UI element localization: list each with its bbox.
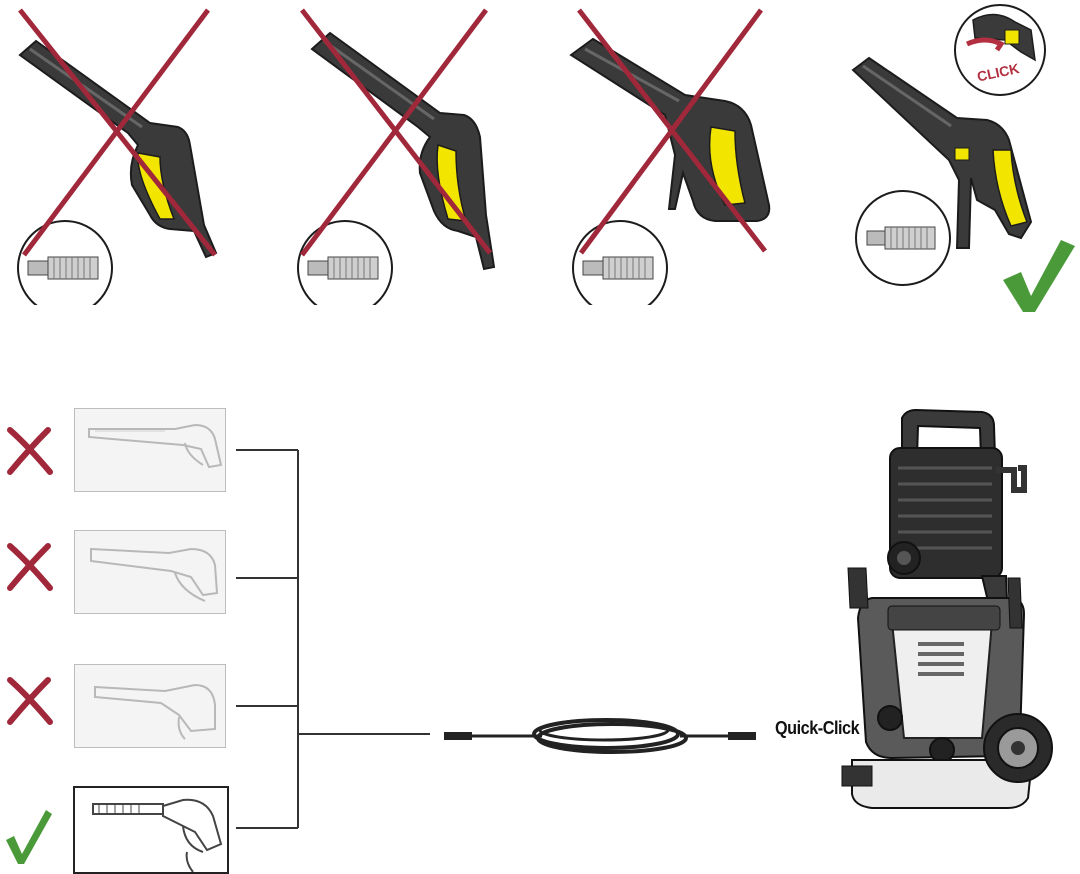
spray-gun-sketch-2-icon [90, 547, 219, 602]
gun-option-4 [73, 786, 229, 874]
option-1-mark [2, 422, 58, 478]
pressure-washer [832, 408, 1072, 818]
gun-option-2 [74, 530, 226, 614]
spray-gun-sketch-3-icon [94, 683, 216, 740]
green-check-small-icon [6, 810, 52, 864]
gun-option-3 [74, 664, 226, 748]
spray-gun-4-icon [851, 56, 1033, 249]
red-cross-1-icon [18, 8, 217, 257]
red-cross-2-icon [300, 8, 492, 257]
quick-click-label: Quick-Click [775, 718, 860, 738]
red-cross-small-2-icon [7, 543, 53, 591]
green-check-top-icon [1003, 240, 1075, 312]
pressure-washer-icon [841, 408, 1053, 809]
option-2-mark [2, 538, 58, 594]
red-cross-3-icon [577, 8, 767, 255]
nozzle-detail-3-icon [572, 220, 668, 305]
top-panel-2 [290, 5, 515, 305]
gun-option-1 [74, 408, 226, 492]
hose [444, 708, 760, 764]
spray-gun-sketch-1-icon [88, 423, 223, 469]
nozzle-detail-2-icon [297, 220, 393, 305]
red-cross-small-3-icon [7, 677, 53, 725]
top-panel-4: CLICK [845, 0, 1075, 320]
nozzle-detail-1-icon [17, 220, 113, 305]
nozzle-detail-4-icon [855, 190, 951, 286]
top-panel-3 [565, 5, 790, 305]
option-3-mark [2, 672, 58, 728]
top-panel-1 [10, 5, 235, 305]
hose-coil-icon [444, 718, 756, 754]
red-cross-small-1-icon [7, 427, 53, 475]
connector-bracket [230, 440, 460, 840]
option-4-mark [2, 806, 54, 866]
spray-gun-sketch-4-icon [92, 798, 223, 872]
click-detail-icon: CLICK [954, 4, 1046, 96]
